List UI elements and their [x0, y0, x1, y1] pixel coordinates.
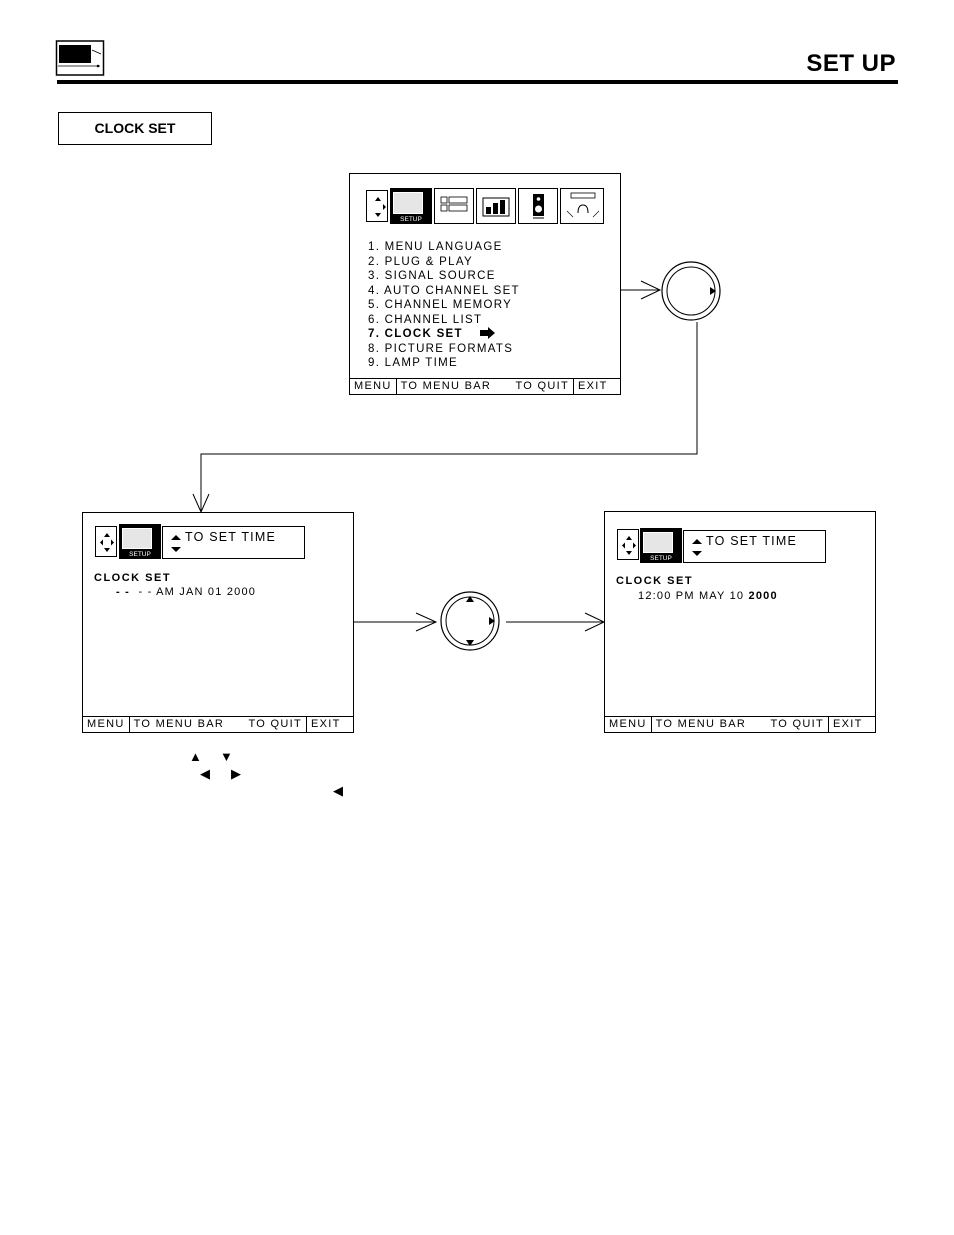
arrow-right-icon — [480, 327, 496, 339]
footer-exit-key: EXIT — [306, 717, 353, 732]
footer-exit-key: EXIT — [573, 379, 620, 394]
setup-tab-icon[interactable]: SETUP — [119, 524, 161, 559]
menu-item-clock-set[interactable]: 7. CLOCK SET — [368, 327, 520, 342]
clock-set-title: CLOCK SET — [94, 572, 172, 584]
menu-item-language[interactable]: 1. MENU LANGUAGE — [368, 241, 503, 253]
cursor-pad-icon — [95, 526, 117, 557]
menu-item-channel-memory[interactable]: 5. CHANNEL MEMORY — [368, 299, 513, 311]
footer-to-menu-bar-quit: TO MENU BAR TO QUIT — [650, 717, 828, 732]
clock-set-screen-after: SETUP TO SET TIME CLOCK SET 12:00 PM MAY… — [604, 511, 876, 733]
setup-tab-icon[interactable]: SETUP — [390, 188, 432, 224]
footer-to-quit: TO QUIT — [770, 718, 824, 730]
caption-icon[interactable] — [434, 188, 474, 224]
footer-exit-key: EXIT — [828, 717, 875, 732]
up-down-icon — [692, 538, 702, 558]
menu-item-auto-channel[interactable]: 4. AUTO CHANNEL SET — [368, 284, 520, 297]
footer-to-menu-bar: TO MENU BAR — [133, 718, 225, 730]
hint-text: TO SET TIME — [185, 530, 276, 544]
hint-box: TO SET TIME — [162, 526, 305, 559]
menu-item-plug-play[interactable]: 2. PLUG & PLAY — [368, 255, 473, 268]
menu-item-channel-list[interactable]: 6. CHANNEL LIST — [368, 313, 483, 326]
header-divider — [57, 80, 898, 84]
main-menu-screen: SETUP — [349, 173, 621, 395]
clock-value: 12:00 PM MAY 10 2000 — [638, 590, 778, 602]
section-label: CLOCK SET — [58, 112, 212, 145]
rotary-dial-icon — [439, 590, 501, 652]
speaker-icon[interactable] — [518, 188, 558, 224]
footer-to-menu-bar: TO MENU BAR — [400, 380, 492, 392]
setup-tab-icon[interactable]: SETUP — [640, 528, 682, 563]
footer-to-quit: TO QUIT — [515, 380, 569, 392]
footer-to-menu-bar-quit: TO MENU BAR TO QUIT — [128, 717, 306, 732]
left-arrow-glyph: ◀ — [200, 766, 210, 781]
footer-to-menu-bar-quit: TO MENU BAR TO QUIT — [395, 379, 573, 394]
menu-footer: MENU TO MENU BAR TO QUIT EXIT — [350, 378, 620, 394]
menu-item-picture-formats[interactable]: 8. PICTURE FORMATS — [368, 342, 514, 355]
clock-footer-after: MENU TO MENU BAR TO QUIT EXIT — [605, 716, 875, 732]
headphone-icon[interactable] — [560, 188, 604, 224]
clock-time-date: 12:00 PM MAY 10 — [638, 590, 749, 602]
menu-item-clock-set-label: 7. CLOCK SET — [368, 328, 463, 340]
clock-value: - - - - AM JAN 01 2000 — [116, 586, 256, 598]
menu-item-signal-source[interactable]: 3. SIGNAL SOURCE — [368, 270, 496, 282]
clock-footer-before: MENU TO MENU BAR TO QUIT EXIT — [83, 716, 353, 732]
cursor-pad-icon — [366, 190, 388, 222]
footer-menu-key: MENU — [87, 718, 125, 730]
left-arrow-glyph: ◀ — [333, 783, 343, 798]
footer-menu-key: MENU — [609, 718, 647, 730]
cursor-pad-icon — [617, 529, 639, 560]
hint-box: TO SET TIME — [683, 530, 826, 563]
setup-menu-list: 1. MENU LANGUAGE 2. PLUG & PLAY 3. SIGNA… — [368, 240, 520, 371]
right-arrow-glyph: ▶ — [231, 766, 241, 781]
picture-bars-icon[interactable] — [476, 188, 516, 224]
page-title: SET UP — [806, 50, 896, 77]
rotary-dial-icon — [660, 260, 722, 322]
hint-text: TO SET TIME — [706, 534, 797, 548]
footer-to-menu-bar: TO MENU BAR — [655, 718, 747, 730]
footer-to-quit: TO QUIT — [248, 718, 302, 730]
clock-year-field[interactable]: 2000 — [748, 590, 778, 602]
menu-tab-bar: SETUP — [366, 188, 604, 224]
footer-menu-key: MENU — [354, 380, 392, 392]
up-down-icon — [171, 534, 181, 554]
clock-hour-field[interactable]: - - — [116, 586, 130, 598]
menu-item-lamp-time[interactable]: 9. LAMP TIME — [368, 357, 458, 369]
tv-icon — [55, 40, 105, 76]
clock-set-title: CLOCK SET — [616, 575, 694, 587]
clock-set-screen-before: SETUP TO SET TIME CLOCK SET - - - - AM J… — [82, 512, 354, 733]
down-arrow-glyph: ▼ — [220, 749, 233, 764]
up-arrow-glyph: ▲ — [189, 749, 202, 764]
clock-value-rest: - - AM JAN 01 2000 — [129, 586, 257, 598]
